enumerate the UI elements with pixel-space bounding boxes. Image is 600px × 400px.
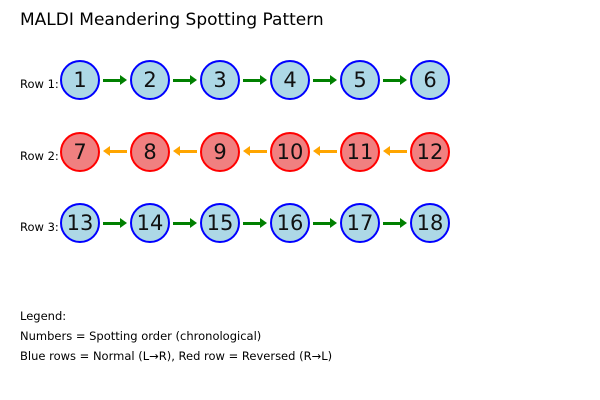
arrow-left-icon — [313, 146, 337, 157]
spot-circle-14: 14 — [130, 203, 170, 243]
spot-circle-12: 12 — [410, 131, 450, 172]
legend: Legend: Numbers = Spotting order (chrono… — [20, 306, 332, 366]
spot-circle-9: 9 — [200, 131, 240, 172]
arrow-left-icon — [383, 146, 407, 157]
spot-circle-18: 18 — [410, 203, 450, 243]
spot-circle-17: 17 — [340, 203, 380, 243]
spot-circle-6: 6 — [410, 60, 450, 100]
arrow-right-icon — [313, 74, 337, 86]
arrow-right-icon — [103, 74, 127, 86]
spot-circle-2: 2 — [130, 60, 170, 100]
legend-line-numbers: Numbers = Spotting order (chronological) — [20, 329, 262, 343]
arrow-right-icon — [383, 74, 407, 86]
arrow-right-icon — [103, 217, 127, 229]
arrow-left-icon — [103, 146, 127, 157]
row-1-label: Row 1: — [20, 77, 59, 91]
row-2-label: Row 2: — [20, 148, 59, 163]
spot-circle-11: 11 — [340, 131, 380, 172]
arrow-right-icon — [243, 217, 267, 229]
spot-circle-10: 10 — [270, 131, 310, 172]
spot-circle-15: 15 — [200, 203, 240, 243]
spot-circle-3: 3 — [200, 60, 240, 100]
arrow-right-icon — [383, 217, 407, 229]
page-title: MALDI Meandering Spotting Pattern — [20, 10, 324, 30]
arrow-left-icon — [173, 146, 197, 157]
spot-circle-4: 4 — [270, 60, 310, 100]
spot-circle-16: 16 — [270, 203, 310, 243]
spot-circle-5: 5 — [340, 60, 380, 100]
arrow-right-icon — [173, 217, 197, 229]
legend-heading: Legend: — [20, 309, 67, 323]
spot-circle-8: 8 — [130, 131, 170, 172]
spot-circle-13: 13 — [60, 203, 100, 243]
arrow-left-icon — [243, 146, 267, 157]
spot-circle-7: 7 — [60, 131, 100, 172]
spot-circle-1: 1 — [60, 60, 100, 100]
row-3-label: Row 3: — [20, 220, 59, 234]
arrow-right-icon — [243, 74, 267, 86]
arrow-right-icon — [313, 217, 337, 229]
legend-line-rows: Blue rows = Normal (L→R), Red row = Reve… — [20, 349, 333, 363]
arrow-right-icon — [173, 74, 197, 86]
